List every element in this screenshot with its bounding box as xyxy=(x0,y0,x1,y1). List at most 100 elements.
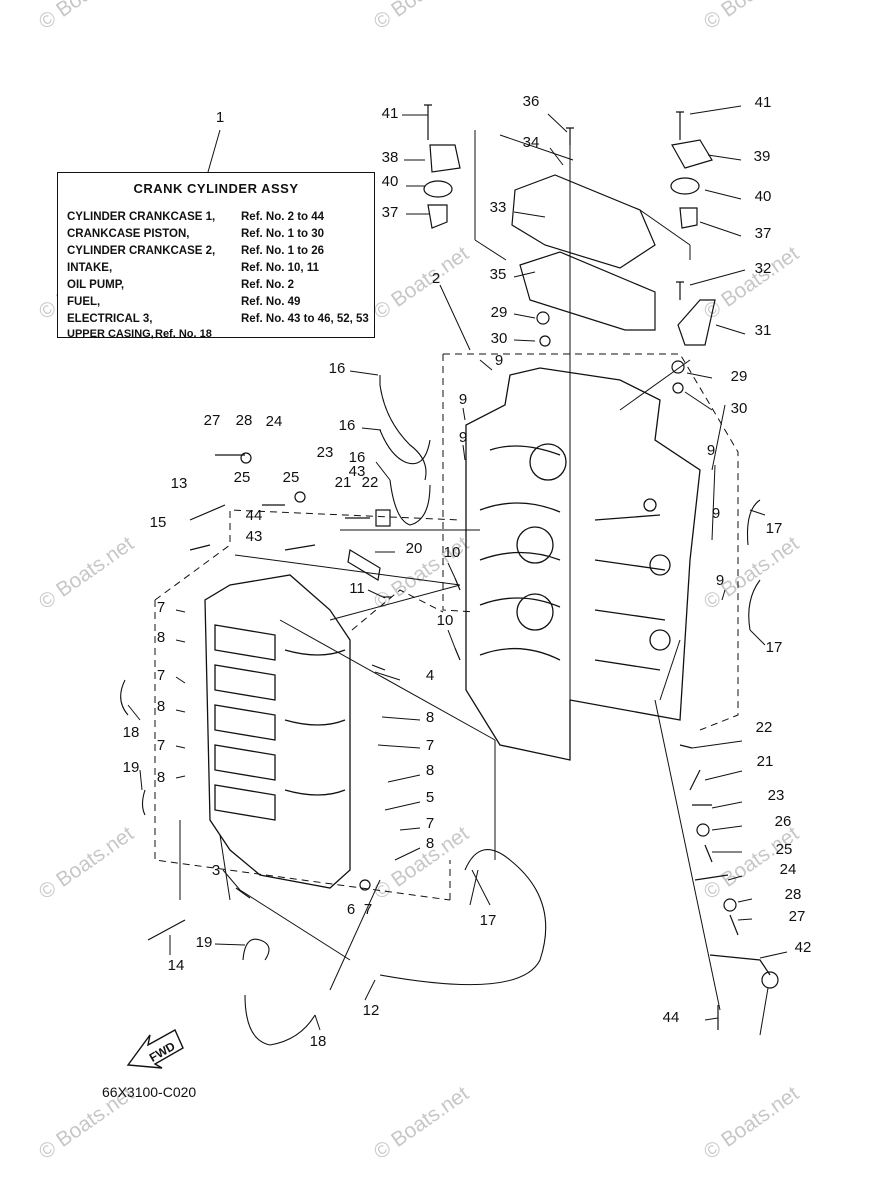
callout-number: 8 xyxy=(426,709,434,726)
callout-number: 1 xyxy=(216,109,224,126)
callout-number: 44 xyxy=(663,1009,680,1026)
callout-number: 30 xyxy=(731,400,748,417)
cylinder-block-outline xyxy=(465,367,701,761)
callout-number: 8 xyxy=(157,769,165,786)
callout-number: 22 xyxy=(756,719,773,736)
callout-number: 25 xyxy=(234,469,251,486)
callout-number: 17 xyxy=(480,912,497,929)
callout-number: 16 xyxy=(349,449,366,466)
callout-number: 7 xyxy=(426,737,434,754)
callout-number: 35 xyxy=(490,266,507,283)
callout-number: 16 xyxy=(329,360,346,377)
ref-row-ref: Ref. No. 2 xyxy=(241,279,295,291)
assembly-title-box: CRANK CYLINDER ASSY CYLINDER CRANKCASE 1… xyxy=(57,172,375,340)
ref-row-name: UPPER CASING, xyxy=(67,328,154,340)
leader-lines xyxy=(127,105,788,1036)
ref-row-ref: Ref. No. 1 to 30 xyxy=(241,228,325,240)
callout-number: 18 xyxy=(123,724,140,741)
callout-number: 9 xyxy=(495,352,503,369)
callout-number: 34 xyxy=(523,134,540,151)
callout-number: 7 xyxy=(426,815,434,832)
callout-number: 37 xyxy=(382,204,399,221)
callout-number: 29 xyxy=(731,368,748,385)
ref-row-ref: Ref. No. 49 xyxy=(241,296,301,308)
ref-row-name: CYLINDER CRANKCASE 2, xyxy=(67,245,216,257)
ref-row: UPPER CASING,Ref. No. 18 xyxy=(67,328,212,340)
callout-number: 21 xyxy=(335,474,352,491)
watermark-text: © Boats.net xyxy=(35,532,138,614)
ref-row-ref: Ref. No. 18 xyxy=(155,328,212,340)
callout-number: 9 xyxy=(716,572,724,589)
callout-number: 18 xyxy=(310,1033,327,1050)
callout-number: 4 xyxy=(426,667,434,684)
callout-number: 24 xyxy=(780,861,797,878)
callout-number: 41 xyxy=(382,105,399,122)
callout-number: 39 xyxy=(754,148,771,165)
callout-number: 14 xyxy=(168,957,185,974)
callout-number: 23 xyxy=(317,444,334,461)
watermark-text: © Boats.net xyxy=(370,1082,473,1164)
ref-row-name: FUEL, xyxy=(67,296,101,308)
assembly-title: CRANK CYLINDER ASSY xyxy=(133,181,299,196)
ref-row-name: CRANKCASE PISTON, xyxy=(67,228,190,240)
callout-number: 11 xyxy=(349,580,365,597)
callout-number: 9 xyxy=(459,391,467,408)
callout-number: 38 xyxy=(382,149,399,166)
callout-number: 13 xyxy=(171,475,188,492)
callout-number: 15 xyxy=(150,514,167,531)
ref-row: FUEL, Ref. No. 49 xyxy=(67,296,300,308)
ref-row-name: CYLINDER CRANKCASE 1, xyxy=(67,211,216,223)
ref-row: INTAKE, Ref. No. 10, 11 xyxy=(67,262,319,274)
watermark-text: © Boats.net xyxy=(700,0,803,34)
callout-number: 10 xyxy=(437,612,454,629)
callout-number: 44 xyxy=(246,507,263,524)
callout-number: 27 xyxy=(204,412,221,429)
callout-number: 9 xyxy=(707,442,715,459)
callout-number: 24 xyxy=(266,413,283,430)
callout-number: 37 xyxy=(755,225,772,242)
callout-number: 33 xyxy=(490,199,507,216)
callout-number: 7 xyxy=(157,667,165,684)
callout-number: 7 xyxy=(157,737,165,754)
callout-number: 2 xyxy=(432,270,440,287)
callout-number: 17 xyxy=(766,520,783,537)
callout-number: 8 xyxy=(426,835,434,852)
callout-number: 42 xyxy=(795,939,812,956)
callout-number: 41 xyxy=(755,94,772,111)
watermark-text: © Boats.net xyxy=(700,1082,803,1164)
hoses xyxy=(120,375,761,1046)
callout-number: 40 xyxy=(382,173,399,190)
callout-number: 20 xyxy=(406,540,423,557)
callout-number: 3 xyxy=(212,862,220,879)
watermark-text: © Boats.net xyxy=(35,0,138,34)
ref-row: CYLINDER CRANKCASE 2, Ref. No. 1 to 26 xyxy=(67,245,324,257)
callout-number: 26 xyxy=(775,813,792,830)
ref-row-name: OIL PUMP, xyxy=(67,279,125,291)
ref-row-name: INTAKE, xyxy=(67,262,113,274)
callout-number: 23 xyxy=(768,787,785,804)
ref-row-ref: Ref. No. 1 to 26 xyxy=(241,245,325,257)
ref-row: ELECTRICAL 3,Ref. No. 43 to 46, 52, 53 xyxy=(67,313,369,325)
ref-row: CYLINDER CRANKCASE 1,Ref. No. 2 to 44 xyxy=(67,211,324,223)
callout-number: 28 xyxy=(236,412,253,429)
callout-number: 10 xyxy=(444,544,461,561)
diagram-code: 66X3100-C020 xyxy=(102,1084,197,1100)
callout-number: 31 xyxy=(755,322,772,339)
callout-number: 19 xyxy=(196,934,213,951)
watermark-text: © Boats.net xyxy=(370,0,473,34)
ref-row: OIL PUMP, Ref. No. 2 xyxy=(67,279,294,291)
watermark-text: © Boats.net xyxy=(700,242,803,324)
ref-row-ref: Ref. No. 10, 11 xyxy=(241,262,319,274)
ref-row-name: ELECTRICAL 3, xyxy=(67,313,153,325)
callout-number: 28 xyxy=(785,886,802,903)
callout-layer: 1234567777778888889999991010111213141516… xyxy=(123,93,812,1050)
callout-number: 6 xyxy=(347,901,355,918)
callout-number: 5 xyxy=(426,789,434,806)
cover-plates xyxy=(423,139,716,346)
callout-number: 9 xyxy=(459,429,467,446)
callout-number: 21 xyxy=(757,753,774,770)
crankcase-outline xyxy=(204,574,351,889)
callout-number: 25 xyxy=(283,469,300,486)
callout-number: 12 xyxy=(363,1002,380,1019)
